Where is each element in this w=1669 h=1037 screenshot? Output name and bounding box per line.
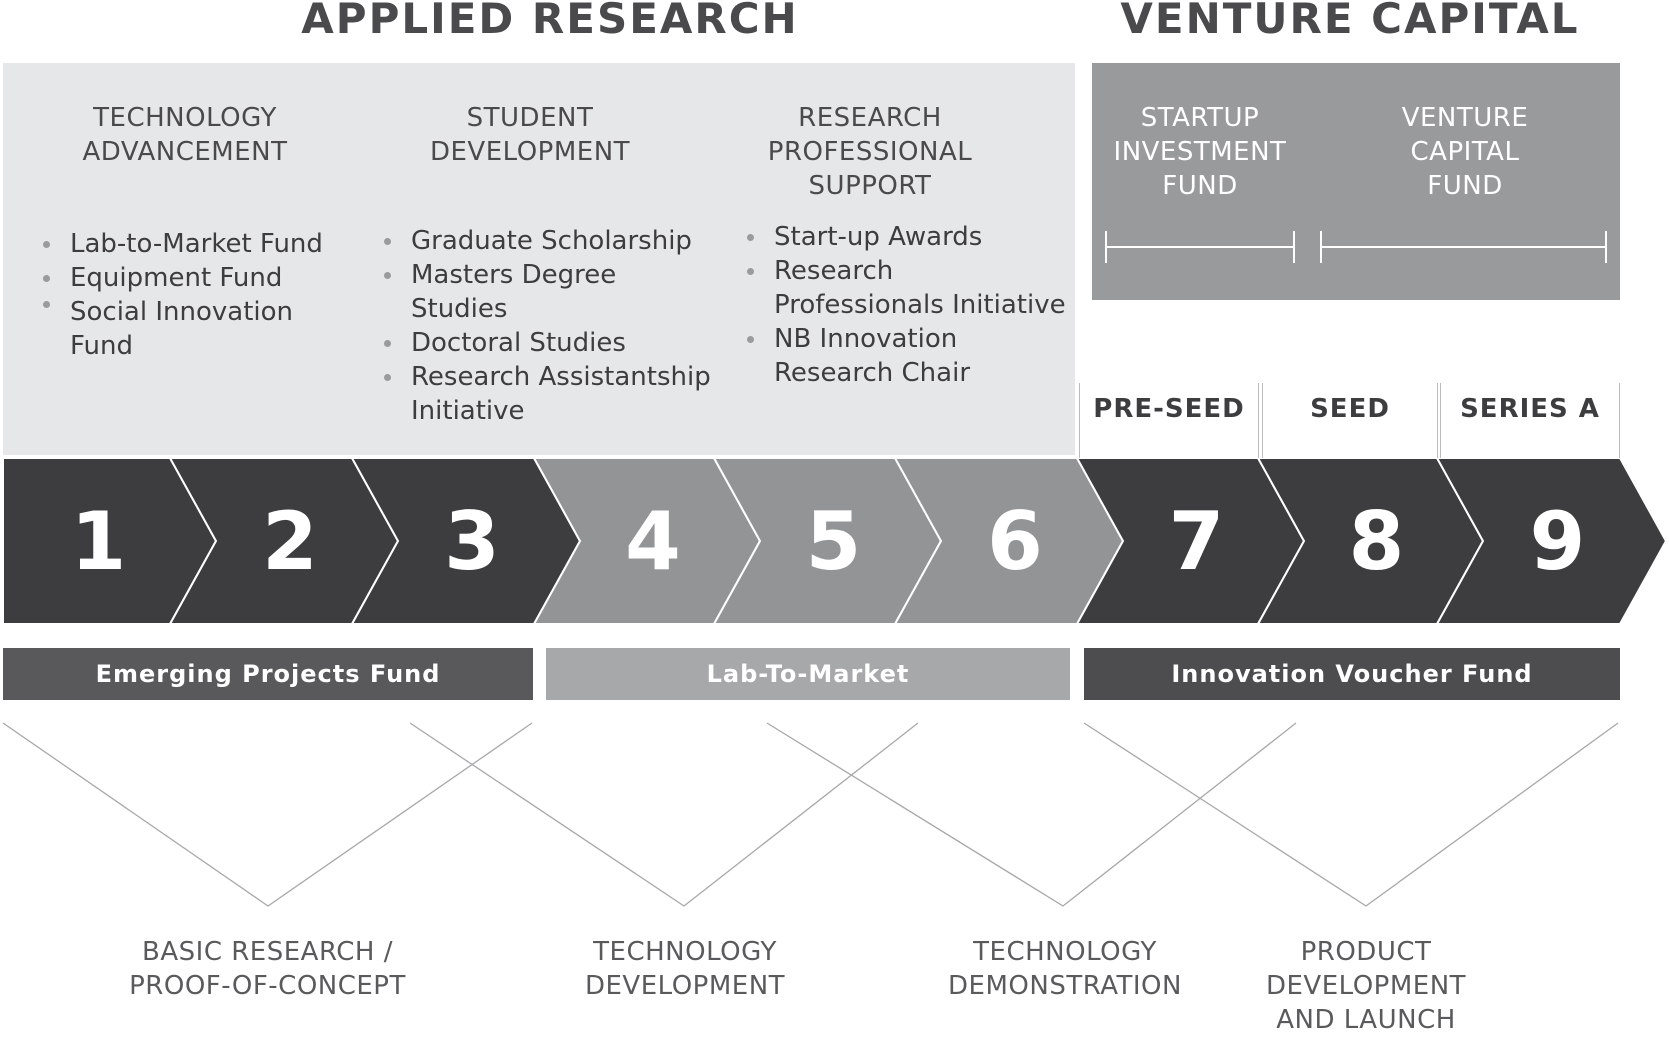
phase-line-technology-demonstration [766, 722, 1297, 907]
bullet-icon [384, 272, 391, 279]
venture-capital-title: VENTURE CAPITAL [1120, 0, 1580, 43]
stage-series-a: SERIES A [1440, 383, 1620, 459]
lab-to-market-bar: Lab-To-Market [546, 648, 1070, 700]
list-item: Lab-to-Market Fund [43, 227, 323, 261]
applied-research-title: APPLIED RESEARCH [301, 0, 799, 43]
chevron-number-9: 9 [1530, 495, 1586, 588]
bullet-icon [747, 234, 754, 241]
innovation-voucher-fund-bar: Innovation Voucher Fund [1084, 648, 1620, 700]
stage-label: SEED [1310, 394, 1390, 424]
phase-basic-research: BASIC RESEARCH / PROOF-OF-CONCEPT [129, 937, 406, 1001]
chevron-number-8: 8 [1349, 495, 1405, 588]
fund-range-brackets [1105, 231, 1607, 263]
chevron-9 [1435, 458, 1668, 625]
venture-capital-panel [1092, 63, 1620, 300]
chevron-number-7: 7 [1169, 495, 1225, 588]
list-item: Social Innovation Fund [43, 295, 323, 363]
chevron-number-6: 6 [987, 495, 1043, 588]
phase-technology-development: TECHNOLOGY DEVELOPMENT [584, 937, 786, 1001]
startup-investment-fund-title: STARTUP INVESTMENT FUND [1113, 103, 1287, 201]
stage-label: PRE-SEED [1093, 394, 1245, 424]
venture-capital-fund-title: VENTURE CAPITAL FUND [1401, 103, 1529, 201]
phase-line-technology-development [409, 722, 919, 907]
column-title-student-development: STUDENT DEVELOPMENT [429, 103, 631, 167]
list-item: Masters Degree Studies [384, 258, 711, 326]
list-item: Equipment Fund [43, 261, 323, 295]
phase-technology-demonstration: TECHNOLOGY DEMONSTRATION [948, 937, 1182, 1001]
list-item: Doctoral Studies [384, 326, 711, 360]
phase-product-development: PRODUCT DEVELOPMENT AND LAUNCH [1265, 937, 1467, 1035]
bullet-icon [747, 336, 754, 343]
chevron-number-2: 2 [262, 495, 318, 588]
chevron-number-5: 5 [806, 495, 862, 588]
list-item: Research Professionals Initiative [747, 254, 1066, 322]
phase-line-product-development [1083, 722, 1619, 907]
bullet-icon [384, 238, 391, 245]
stage-label: SERIES A [1460, 394, 1600, 424]
chevron-number-4: 4 [625, 495, 681, 588]
emerging-projects-fund-bar: Emerging Projects Fund [3, 648, 533, 700]
column-title-technology-advancement: TECHNOLOGY ADVANCEMENT [82, 103, 288, 167]
bullet-icon [43, 301, 50, 308]
list-item: Research Assistantship Initiative [384, 360, 711, 428]
bullet-icon [384, 340, 391, 347]
list-item: Start-up Awards [747, 220, 1066, 254]
bullet-icon [384, 374, 391, 381]
stage-pre-seed: PRE-SEED [1079, 383, 1259, 459]
chevron-number-3: 3 [444, 495, 500, 588]
bullet-icon [43, 241, 50, 248]
technology-advancement-list: Lab-to-Market Fund Equipment Fund Social… [43, 227, 323, 363]
stage-chevrons: 1 2 3 4 5 6 7 8 9 [2, 458, 1668, 625]
chevron-number-1: 1 [71, 495, 127, 588]
list-item: NB Innovation Research Chair [747, 322, 1066, 390]
phase-connector-lines [2, 722, 1619, 907]
research-professional-support-list: Start-up Awards Research Professionals I… [747, 220, 1066, 390]
bullet-icon [43, 275, 50, 282]
applied-research-panel [3, 63, 1075, 455]
column-title-research-professional-support: RESEARCH PROFESSIONAL SUPPORT [767, 103, 973, 201]
student-development-list: Graduate Scholarship Masters Degree Stud… [384, 224, 711, 428]
bullet-icon [747, 268, 754, 275]
list-item: Graduate Scholarship [384, 224, 711, 258]
stage-seed: SEED [1262, 383, 1438, 459]
phase-line-basic-research [2, 722, 533, 907]
